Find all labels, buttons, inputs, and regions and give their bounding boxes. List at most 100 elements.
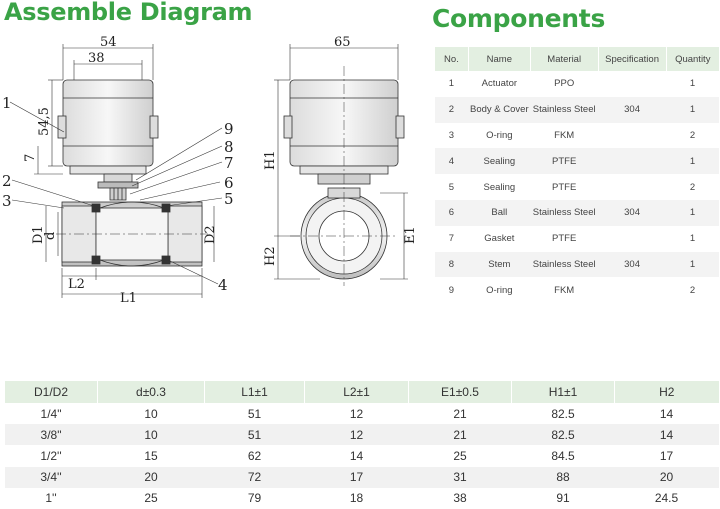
table-row: 5 Sealing PTFE 2 [435,174,720,200]
cell: Stainless Steel [530,251,599,278]
cell: 62 [247,448,262,463]
cell: 10 [97,424,205,446]
cell [598,277,666,303]
dim-d1-label: D1 [31,225,46,244]
callout-3: 3 [2,192,12,210]
cell: Sealing [483,181,516,193]
components-title: Components [432,4,606,33]
cell: 21 [408,424,512,446]
cell: 72 [204,466,305,488]
front-body [56,201,208,267]
cell: 6 [434,199,469,226]
cell: 18 [349,491,364,506]
dim-l2-label: L2 [68,277,85,292]
dim-7-label: 7 [23,154,38,162]
cell: 82.5 [511,424,615,446]
table-row: 1 Actuator PPO 1 [435,71,720,97]
cell: 17 [304,466,409,488]
side-body [290,66,398,286]
cell: 1 [689,78,696,90]
cell: 2 [689,181,696,193]
cell: 14 [614,424,719,446]
dim-e1-label: E1 [403,226,418,244]
cell: 7 [448,233,455,245]
components-header: Specification [597,47,667,71]
assemble-diagram-title: Assemble Diagram [4,0,253,26]
cell: PTFE [530,148,599,175]
dim-h1-label: H1 [263,150,278,170]
cell [598,71,666,97]
components-header: Name [467,47,531,71]
cell: 1 [666,251,719,278]
cell: 24.5 [654,491,679,506]
dim-l1-label: L1 [120,291,137,306]
callout-8: 8 [224,138,234,156]
callout-7: 7 [224,154,234,172]
specs-header: H2 [614,381,719,403]
cell: 3/4'' [4,466,98,488]
cell: 79 [247,491,262,506]
cell: 3/8" [4,424,98,446]
specs-header-row: D1/D2 d±0.3 L1±1 L2±1 E1±0.5 H1±1 H2 [4,381,719,403]
cell: 1/2'' [40,448,62,463]
cell: PTFE [552,181,577,193]
cell: 2 [434,96,469,123]
cell: Actuator [481,78,518,90]
cell: 1 [666,96,719,123]
callout-1: 1 [2,94,12,112]
cell: 304 [598,96,667,123]
dim-h2-label: H2 [263,246,278,266]
cell [598,226,666,252]
cell: O-ring [486,129,513,141]
cell: 1 [448,78,455,90]
cell: 14 [659,406,674,421]
valve-drawing: 54 38 54,5 7 65 H1 H2 E1 D1 d D2 L1 L2 1… [2,36,418,306]
cell: 31 [408,466,512,488]
cell: O-ring [486,284,513,296]
components-header: Quantity [665,47,719,71]
side-actuator [283,79,405,185]
cell: 15 [144,448,158,463]
cell: 17 [659,448,674,463]
callout-5: 5 [224,190,234,208]
cell: FKM [554,129,575,141]
cell: 9 [448,284,455,296]
dim-38-label: 38 [88,51,105,66]
cell: 2 [689,129,696,141]
cell: 5 [448,181,455,193]
dim-d-label: d [43,232,58,240]
specs-header: E1±0.5 [408,381,512,403]
components-table: No. Name Material Specification Quantity… [434,47,719,303]
cell: Stem [468,251,531,278]
cell: 4 [434,148,469,175]
cell: 10 [144,406,158,421]
components-header: Material [529,47,599,71]
cell: 1/4" [40,406,62,421]
dim-54-label: 54 [100,36,117,50]
cell: 82.5 [551,406,575,421]
cell: PPO [554,78,575,90]
components-header-row: No. Name Material Specification Quantity [434,47,719,71]
cell: PTFE [552,233,577,245]
cell: 304 [598,251,667,278]
cell: 12 [304,424,409,446]
cell [598,123,666,149]
cell: 84.5 [551,448,575,463]
specs-table: D1/D2 d±0.3 L1±1 L2±1 E1±0.5 H1±1 H2 1/4… [4,381,719,509]
specs-header: L2±1 [304,381,409,403]
cell: 88 [511,466,615,488]
cell: 20 [97,466,205,488]
components-header: No. [434,47,469,71]
cell: 2 [689,284,696,296]
cell: 25 [144,491,158,506]
specs-header: d±0.3 [97,381,205,403]
cell: 14 [349,448,364,463]
